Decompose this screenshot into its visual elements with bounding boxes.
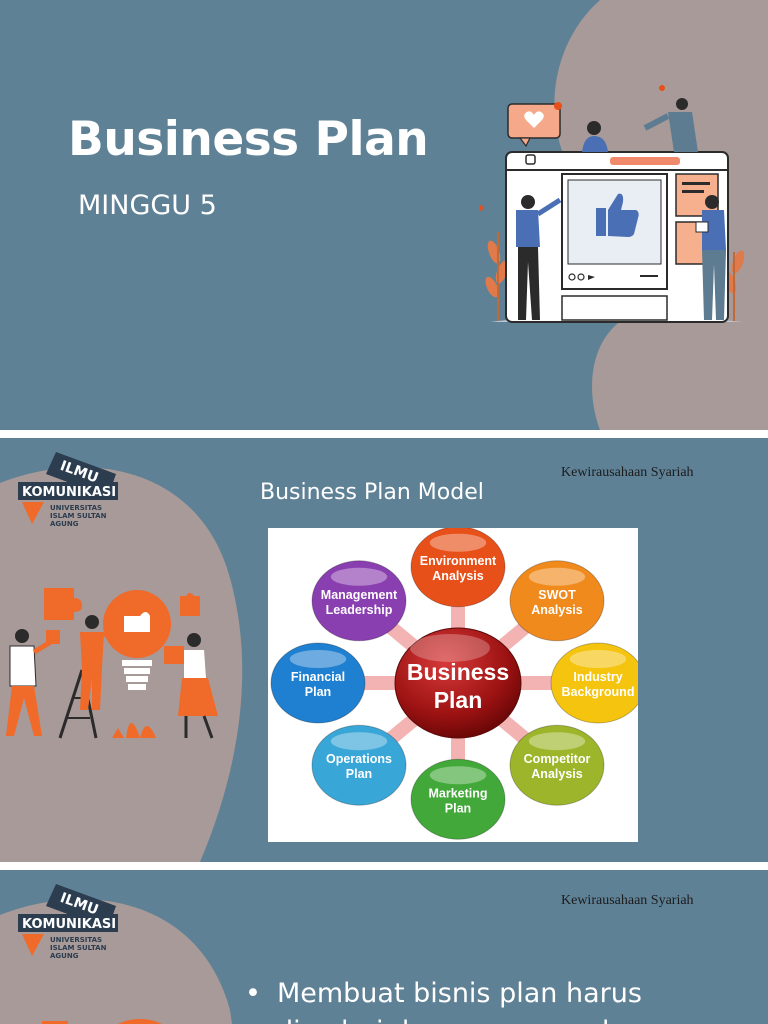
slide-2: ILMU KOMUNIKASI UNIVERSITAS ISLAM SULTAN… [0, 438, 768, 862]
diagram-node-label: Plan [346, 767, 372, 781]
slide-1: Business Plan MINGGU 5 [0, 0, 768, 430]
diagram-node-label: Analysis [432, 569, 483, 583]
slide-subtitle: MINGGU 5 [78, 190, 217, 221]
diagram-node-label: Plan [445, 801, 471, 815]
center-node-line2: Plan [434, 687, 483, 713]
university-logo: ILMU KOMUNIKASI UNIVERSITAS ISLAM SULTAN… [18, 452, 118, 528]
diagram-node-bubble [410, 758, 506, 840]
center-node-line1: Business [407, 659, 509, 685]
diagram-node-label: Environment [420, 554, 497, 568]
slide-3: ILMU KOMUNIKASI UNIVERSITAS ISLAM SULTAN… [0, 870, 768, 1024]
diagram-node-label: Industry [573, 670, 622, 684]
business-plan-diagram-svg: EnvironmentAnalysisSWOTAnalysisIndustryB… [270, 526, 646, 840]
bullet-point: • Membuat bisnis plan harus [245, 978, 642, 1009]
logo-text-universitas: UNIVERSITAS [50, 504, 102, 512]
logo-text-komunikasi: KOMUNIKASI [22, 485, 116, 500]
diagram-node-label: Marketing [428, 786, 487, 800]
diagram-node-bubble [311, 724, 407, 806]
center-node: Business Plan [394, 627, 522, 739]
diagram-node-label: Competitor [524, 752, 591, 766]
diagram-node-label: Plan [305, 685, 331, 699]
teamwork-idea-illustration [6, 588, 218, 739]
slide-title: Business Plan [68, 112, 429, 167]
diagram-node-label: Leadership [326, 603, 393, 617]
slide-footer: Kewirausahaan Syariah [561, 893, 694, 908]
diagram-node-label: Management [321, 588, 398, 602]
logo-text-agung: AGUNG [50, 952, 79, 960]
university-logo: ILMU KOMUNIKASI UNIVERSITAS ISLAM SULTAN… [18, 884, 118, 960]
bullet-text-line2: disadari dengan sungguh- [276, 1016, 629, 1024]
diagram-node-label: Financial [291, 670, 345, 684]
diagram-node-bubble [509, 560, 605, 642]
puzzle-piece-icon [44, 588, 82, 620]
diagram-node-label: Operations [326, 752, 392, 766]
logo-text-agung: AGUNG [50, 520, 79, 528]
decorative-blob [0, 467, 243, 862]
slide-heading: Business Plan Model [260, 480, 484, 505]
logo-text-universitas: UNIVERSITAS [50, 936, 102, 944]
logo-text-islam-sultan: ISLAM SULTAN [50, 944, 107, 952]
decorative-shapes [42, 1019, 162, 1024]
leaf-decoration-left-icon [485, 232, 509, 322]
diagram-node-bubble [311, 560, 407, 642]
social-media-illustration [480, 85, 745, 323]
logo-text-komunikasi: KOMUNIKASI [22, 917, 116, 932]
diagram-node-label: Analysis [531, 767, 582, 781]
bullet-marker: • [245, 978, 261, 1009]
diagram-node-bubble [270, 642, 366, 724]
diagram-node-label: Background [562, 685, 635, 699]
diagram-node-label: SWOT [538, 588, 576, 602]
slide-footer: Kewirausahaan Syariah [561, 465, 694, 480]
diagram-node-bubble [509, 724, 605, 806]
logo-text-islam-sultan: ISLAM SULTAN [50, 512, 107, 520]
diagram-node-label: Analysis [531, 603, 582, 617]
bullet-text-line1: Membuat bisnis plan harus [276, 978, 642, 1009]
